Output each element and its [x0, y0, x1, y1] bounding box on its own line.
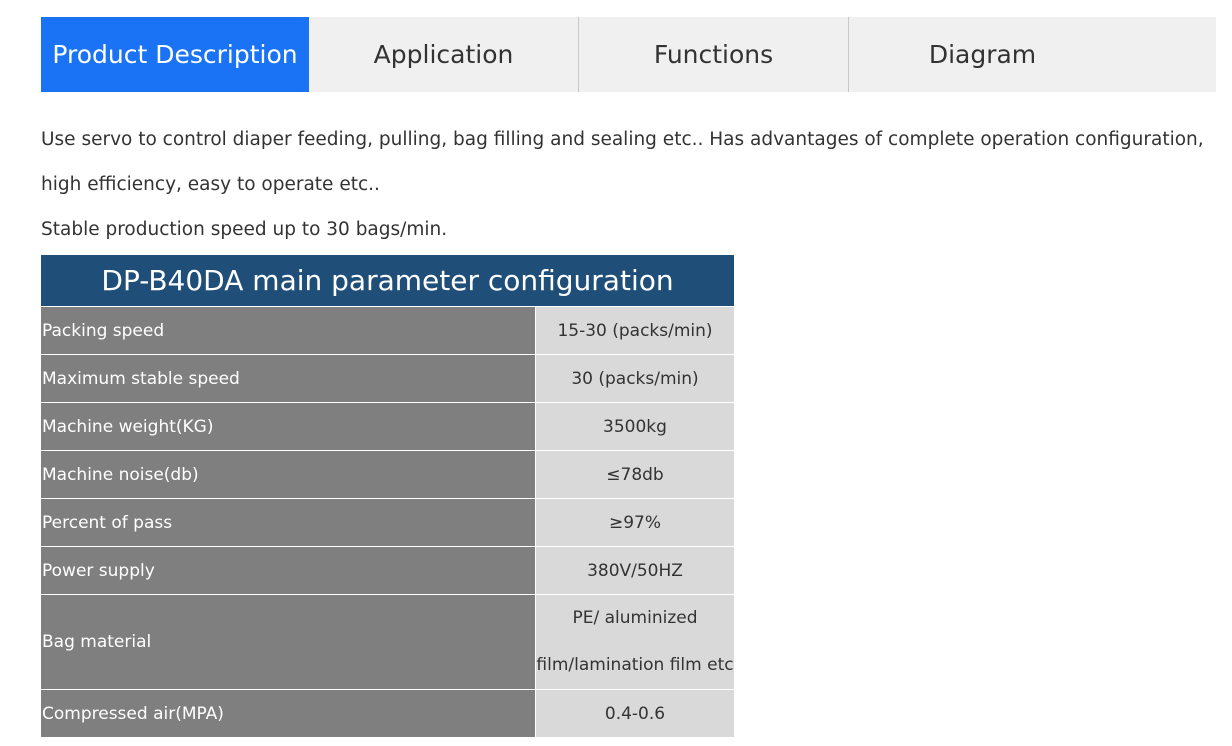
tab-functions[interactable]: Functions: [579, 17, 849, 92]
table-title: DP-B40DA main parameter configuration: [41, 255, 734, 307]
param-value: ≥97%: [535, 498, 734, 547]
table-row: Power supply 380V/50HZ: [41, 546, 734, 595]
param-name: Maximum stable speed: [41, 354, 536, 403]
param-name: Percent of pass: [41, 498, 536, 547]
param-value: 30 (packs/min): [535, 354, 734, 403]
param-value: 15-30 (packs/min): [535, 306, 734, 355]
table-row: Compressed air(MPA) 0.4-0.6: [41, 689, 734, 737]
param-name: Machine noise(db): [41, 450, 536, 499]
param-name: Machine weight(KG): [41, 402, 536, 451]
table-row: Percent of pass ≥97%: [41, 498, 734, 547]
description-line: Stable production speed up to 30 bags/mi…: [41, 219, 448, 240]
table-row: Machine noise(db) ≤78db: [41, 450, 734, 499]
param-value: ≤78db: [535, 450, 734, 499]
param-value-line: film/lamination film etc: [536, 655, 734, 675]
table-header-row: DP-B40DA main parameter configuration: [41, 255, 734, 307]
table-row: Maximum stable speed 30 (packs/min): [41, 354, 734, 403]
param-name: Bag material: [41, 594, 536, 690]
table-row: Bag material PE/ aluminized film/laminat…: [41, 594, 734, 690]
description-line: high efficiency, easy to operate etc..: [41, 174, 380, 195]
param-value: 3500kg: [535, 402, 734, 451]
param-name: Compressed air(MPA): [41, 689, 536, 737]
tab-application[interactable]: Application: [309, 17, 579, 92]
param-name: Power supply: [41, 546, 536, 595]
table-row: Machine weight(KG) 3500kg: [41, 402, 734, 451]
param-value-line: PE/ aluminized: [572, 608, 698, 628]
product-description-text: Use servo to control diaper feeding, pul…: [41, 117, 1232, 252]
tab-bar: Product Description Application Function…: [41, 17, 1216, 92]
tab-product-description[interactable]: Product Description: [41, 17, 309, 92]
parameter-table: DP-B40DA main parameter configuration Pa…: [41, 255, 734, 737]
param-value: 380V/50HZ: [535, 546, 734, 595]
param-name: Packing speed: [41, 306, 536, 355]
tab-diagram[interactable]: Diagram: [928, 40, 1037, 69]
param-value: 0.4-0.6: [535, 689, 734, 737]
description-line: Use servo to control diaper feeding, pul…: [41, 129, 1204, 150]
param-value: PE/ aluminized film/lamination film etc: [535, 594, 734, 690]
table-row: Packing speed 15-30 (packs/min): [41, 306, 734, 355]
